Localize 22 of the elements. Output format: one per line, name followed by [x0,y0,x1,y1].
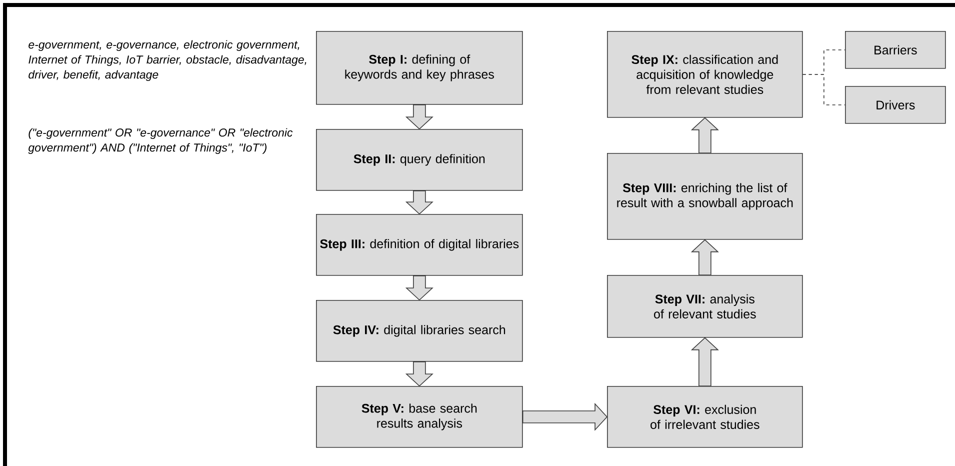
step-box: Step I: defining of keywords and key phrases [316,31,523,105]
step-box: Drivers [845,86,946,124]
step-box: Step V: base search results analysis [316,386,523,448]
block-arrow [405,361,434,387]
dashed-connector [802,74,846,106]
block-arrow [522,402,608,431]
step-box: Step III: definition of digital libraries [316,214,523,276]
step-box: Step VI: exclusion of irrelevant studies [607,386,803,448]
note-text: ("e-government" OR "e-governance" OR "electronic government") AND ("Internet of Things", "IoT") [28,128,293,154]
block-arrow [405,275,434,301]
step-box: Step IV: digital libraries search [316,300,523,362]
block-arrow [690,337,719,386]
block-arrow [690,239,719,276]
note-text: e-government, e-governance, electronic government, Internet of Things, IoT barrier, obstacle, disadvantage, driver, benefit, advantage [28,40,306,81]
block-arrow [690,117,719,154]
step-box: Step VII: analysis of relevant studies [607,275,803,338]
block-arrow [405,104,434,130]
step-box: Step IX: classification and acquisition of knowledge from relevant studies [607,31,803,118]
step-box: Step II: query definition [316,129,523,191]
step-box: Barriers [845,31,946,69]
block-arrow [405,190,434,215]
step-box: Step VIII: enriching the list of result with a snowball approach [607,153,803,240]
